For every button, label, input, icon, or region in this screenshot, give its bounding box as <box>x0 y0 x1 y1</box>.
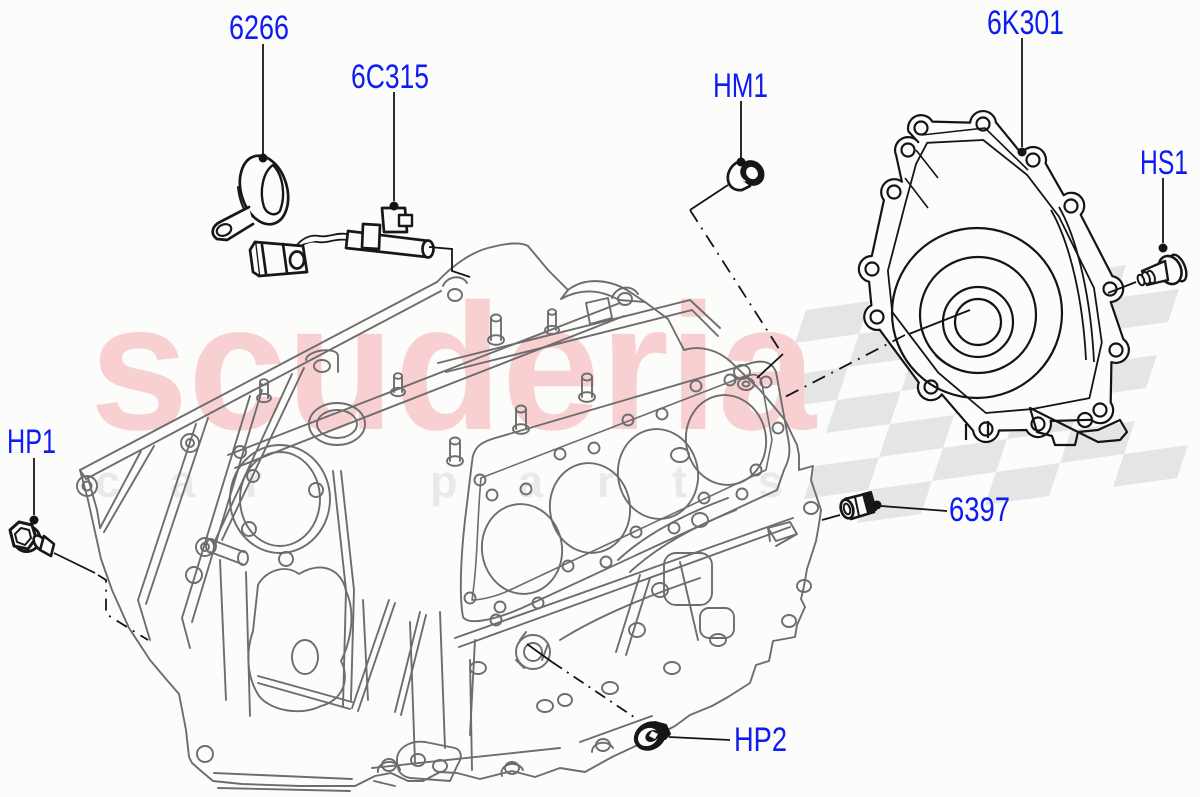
svg-text:HP1: HP1 <box>7 423 56 461</box>
svg-text:t: t <box>672 456 687 507</box>
svg-text:s: s <box>758 456 783 507</box>
svg-text:HM1: HM1 <box>713 67 768 105</box>
svg-text:6C315: 6C315 <box>351 58 429 96</box>
svg-text:p: p <box>430 456 458 507</box>
svg-text:r: r <box>597 456 615 507</box>
svg-text:6266: 6266 <box>229 9 289 47</box>
svg-text:HS1: HS1 <box>1140 144 1188 182</box>
svg-text:6397: 6397 <box>949 491 1010 529</box>
svg-text:6K301: 6K301 <box>987 4 1064 42</box>
svg-text:HP2: HP2 <box>734 721 787 759</box>
svg-text:a: a <box>518 456 544 507</box>
